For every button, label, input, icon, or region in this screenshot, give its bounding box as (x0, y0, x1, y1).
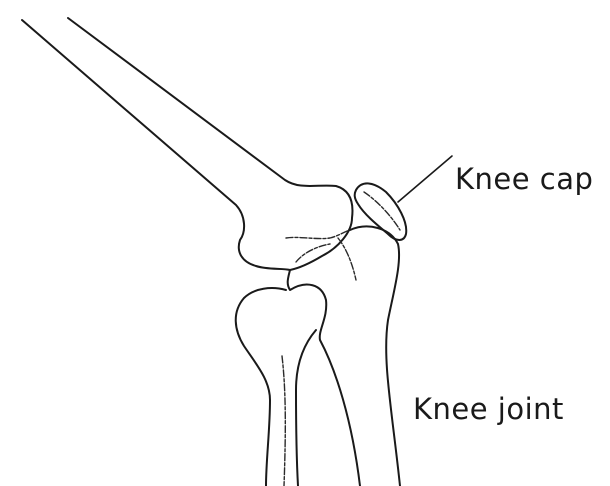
femur-lower-edge (22, 20, 290, 270)
femur-notch-line (296, 244, 330, 262)
tibia-plateau-line (338, 238, 356, 280)
patella-outline (355, 183, 407, 240)
fibula-shaft-line (282, 356, 285, 486)
femur-upper-edge (68, 18, 352, 270)
fibula-outline (236, 288, 286, 486)
fibula (236, 288, 316, 486)
patella (355, 183, 407, 240)
femur (22, 18, 352, 270)
fibula-inner-edge (296, 330, 316, 486)
tibia-front-edge (350, 226, 400, 486)
knee-cap-leader-line (398, 156, 452, 202)
femur-condyle-line (286, 230, 350, 239)
tibia-back-edge (288, 270, 360, 486)
patella-inner-line (364, 192, 400, 230)
knee-joint-label: Knee joint (413, 392, 564, 426)
knee-cap-label: Knee cap (455, 162, 593, 196)
